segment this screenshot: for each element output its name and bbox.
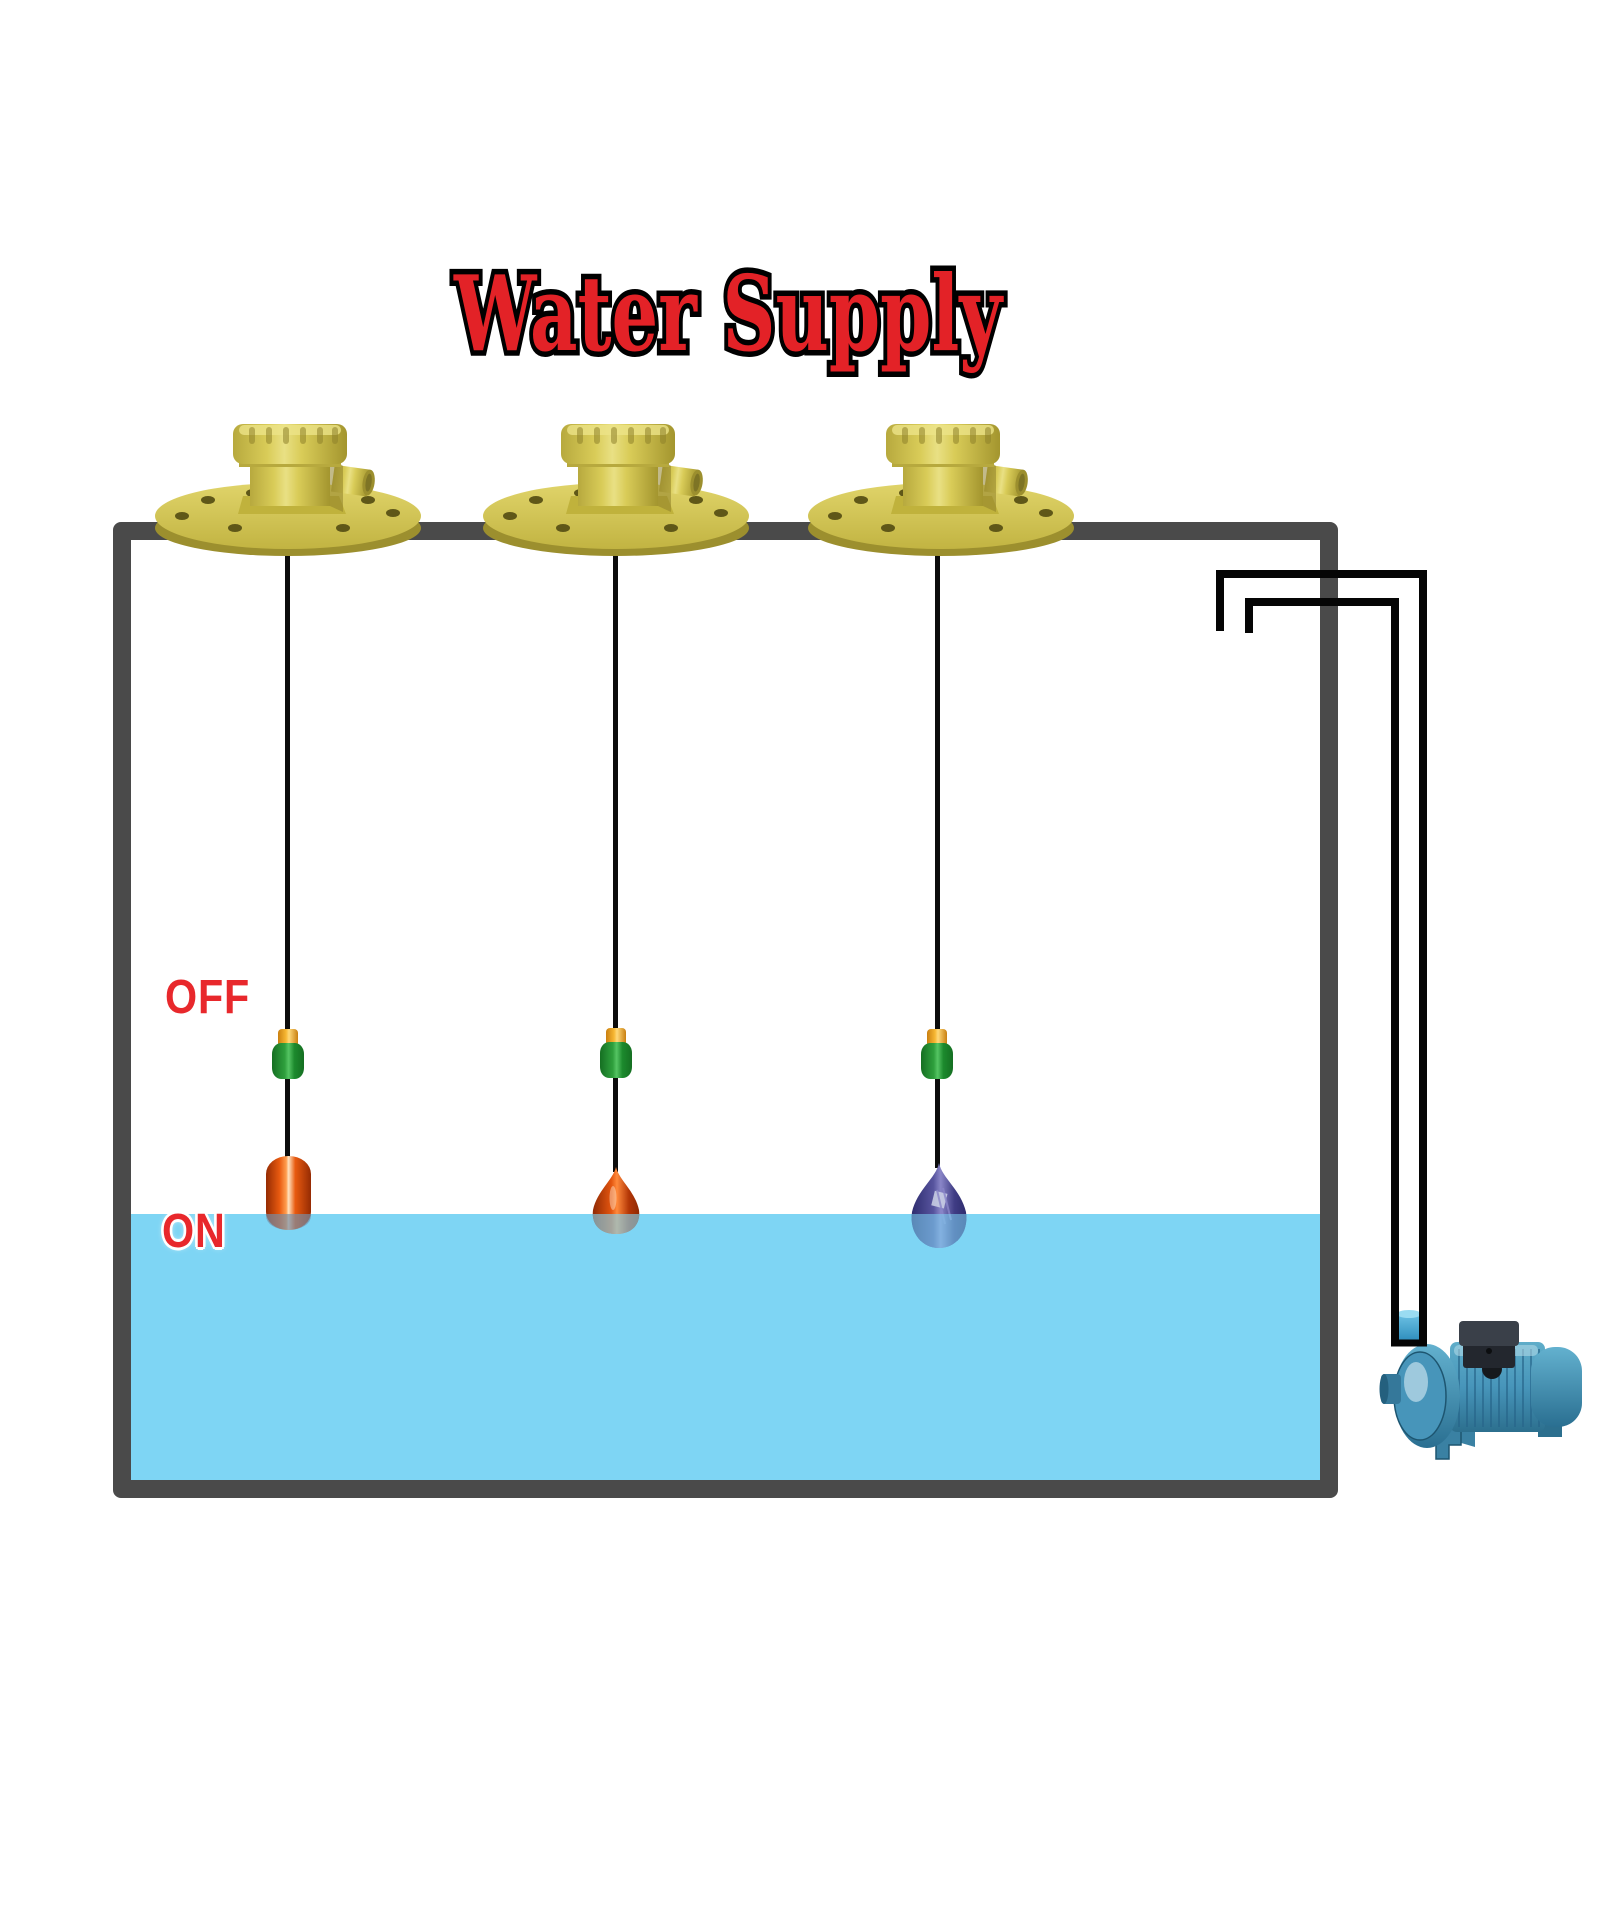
float-cable-1 bbox=[285, 550, 290, 1162]
title-banner: Water Supply bbox=[448, 247, 1010, 381]
page-title: Water Supply bbox=[453, 252, 1004, 375]
float-submerged-part bbox=[266, 1214, 311, 1230]
cylinder-float-orange bbox=[266, 1156, 311, 1230]
pump-volute-highlight bbox=[1404, 1362, 1428, 1402]
water-tank bbox=[113, 522, 1338, 1498]
pump-suction-eye-face bbox=[1379, 1374, 1389, 1404]
float-highlight bbox=[609, 1186, 617, 1210]
counterweight-cap bbox=[606, 1028, 626, 1044]
terminal-box-lid bbox=[1459, 1321, 1519, 1346]
label-on-level: ON bbox=[162, 1205, 226, 1258]
float-cable-3 bbox=[935, 550, 940, 1168]
counterweight-body bbox=[272, 1043, 304, 1079]
centrifugal-pump bbox=[1379, 1310, 1582, 1460]
pump-inlet-top bbox=[1397, 1310, 1421, 1318]
counterweight-cap bbox=[927, 1029, 947, 1045]
teardrop-float-red bbox=[592, 1167, 640, 1234]
flange-sensor-1 bbox=[153, 416, 423, 556]
counterweight-body bbox=[921, 1043, 953, 1079]
flange-sensor-3 bbox=[806, 416, 1076, 556]
terminal-box-bolt bbox=[1486, 1348, 1492, 1354]
label-off-level: OFF bbox=[165, 971, 251, 1024]
motor-end-cap bbox=[1531, 1347, 1582, 1427]
water bbox=[131, 1214, 1320, 1480]
counterweight-body bbox=[600, 1042, 632, 1078]
flange-sensor-2 bbox=[481, 416, 751, 556]
float-submerged-part bbox=[911, 1214, 967, 1248]
teardrop-float-blue bbox=[911, 1163, 967, 1248]
counterweight-cap bbox=[278, 1029, 298, 1045]
float-cable-2 bbox=[613, 550, 618, 1172]
float-submerged-part bbox=[592, 1214, 640, 1234]
